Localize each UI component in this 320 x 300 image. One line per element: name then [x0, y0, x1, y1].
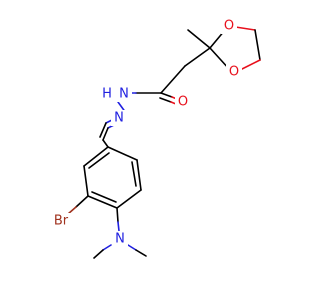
bond-ring-br-a	[75, 195, 89, 208]
bond-n-me1-a	[102, 244, 112, 251]
ring-bond-6	[107, 146, 138, 161]
ring-bond-2	[83, 165, 89, 197]
dimethylamino-substituent	[93, 207, 147, 259]
atom-o-ring-top: O	[224, 19, 234, 34]
atom-n-hydrazide: N	[119, 87, 129, 102]
molecule-structure: O O O N H N Br N	[50, 18, 261, 259]
bromine-substituent	[67, 195, 89, 215]
atom-h-hydrazide: H	[102, 87, 112, 102]
bond-n-me2-a	[127, 244, 137, 251]
bond-ring-n-b	[117, 221, 120, 232]
bond-ch-ring	[102, 139, 109, 148]
ring-bond-3	[87, 195, 118, 209]
ring-bond-4	[116, 189, 142, 209]
bond-c2-methyl	[187, 29, 211, 49]
atom-o-ring-bottom: O	[229, 65, 239, 80]
atom-br: Br	[54, 214, 69, 229]
benzene-ring	[83, 146, 142, 209]
bond-ring-br-b	[67, 206, 77, 215]
bond-carbonyl-double-1	[160, 92, 173, 98]
ring-bond-5	[136, 159, 142, 191]
bond-ring-n-a	[116, 207, 119, 223]
ring-bond-1	[83, 146, 109, 167]
bond-n-ch-1b	[102, 127, 109, 141]
ring-inner-1	[88, 152, 110, 169]
atom-n-amine: N	[115, 232, 125, 247]
bond-n-me1-b	[93, 249, 104, 259]
bond-ch2-ch2	[254, 29, 261, 61]
bond-c2-ch2-linker	[184, 47, 211, 67]
ring-inner-3	[131, 161, 137, 187]
bond-carbonyl-double-2	[159, 97, 172, 103]
atom-n-imine: N	[114, 111, 124, 126]
bond-n-me2-b	[135, 249, 147, 257]
bond-ch2-carbonyl	[160, 65, 186, 94]
atom-o-carbonyl: O	[178, 95, 188, 110]
atom-labels: O O O N H N Br N	[50, 18, 242, 247]
bond-n-ch-2b	[99, 122, 107, 138]
ring-inner-2	[91, 191, 117, 203]
